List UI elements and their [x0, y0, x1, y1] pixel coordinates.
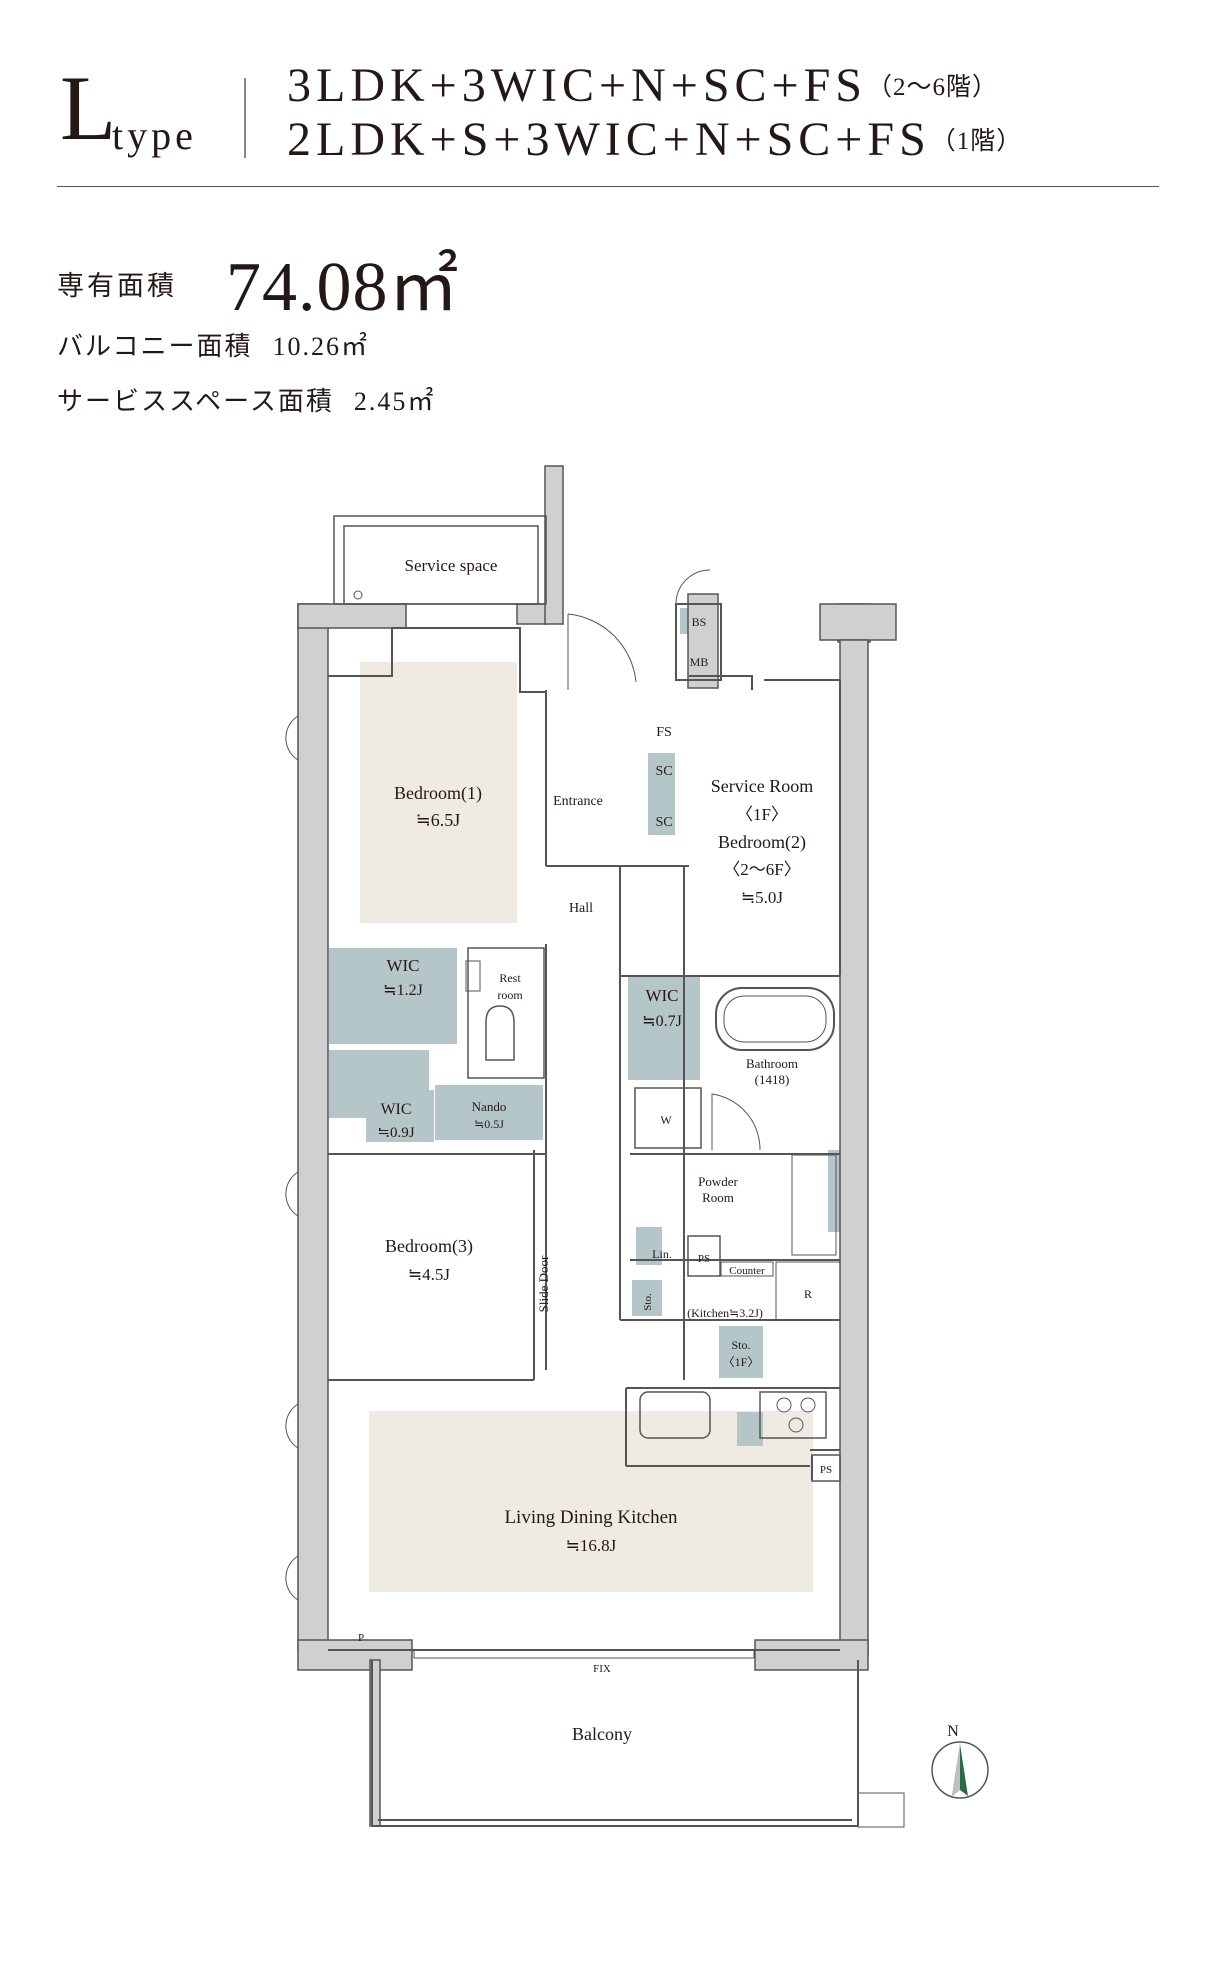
wic3-size: ≒0.9J — [377, 1125, 414, 1141]
bathroom-line2: (1418) — [755, 1072, 790, 1087]
washer-label: W — [660, 1113, 672, 1127]
service-room-line5: ≒5.0J — [741, 888, 784, 907]
entrance-label: Entrance — [553, 794, 603, 809]
restroom-tank — [465, 960, 481, 992]
vanity-box — [791, 1154, 837, 1256]
wic1-name: WIC — [386, 956, 419, 975]
bathtub-icon — [715, 987, 835, 1051]
bedroom3-size: ≒4.5J — [408, 1265, 451, 1284]
stove-icon — [759, 1391, 827, 1439]
bedroom1-size: ≒6.5J — [416, 810, 461, 830]
north-label: N — [947, 1723, 959, 1740]
bs-mb-box — [675, 603, 722, 681]
compass-icon — [931, 1741, 989, 1799]
service-space-area: サービススペース面積 2.45㎡ — [57, 381, 435, 418]
sto2-line1: Sto. — [731, 1338, 750, 1352]
bs-label: BS — [692, 615, 707, 629]
bathroom-door-swing — [711, 1093, 761, 1151]
header-rule — [57, 186, 1159, 187]
plan-line-1-text: 3LDK+3WIC+N+SC+FS — [287, 59, 867, 112]
service-space-area-label: サービススペース面積 — [57, 387, 334, 417]
counter-label: Counter — [729, 1265, 765, 1277]
sink-icon — [639, 1391, 711, 1439]
wic3-name: WIC — [380, 1101, 411, 1118]
service-space-drain — [353, 590, 363, 600]
bedroom3-name: Bedroom(3) — [385, 1236, 473, 1257]
slide-door-label: Slide Door — [536, 1255, 551, 1312]
exclusive-area-value: 74.08㎡ — [226, 249, 460, 326]
powder-line1: Powder — [698, 1174, 738, 1189]
plan-line-2-note: （1階） — [930, 128, 1023, 155]
plan-line-1-note: （2〜6階） — [867, 74, 999, 101]
burner-icons — [776, 1397, 816, 1433]
bedroom1-name: Bedroom(1) — [394, 783, 482, 804]
bedroom1-floor — [360, 662, 517, 923]
bs-door-arc — [675, 569, 711, 605]
toilet-icon — [485, 1005, 515, 1061]
plan-line-2-text: 2LDK+S+3WIC+N+SC+FS — [287, 113, 931, 166]
balcony-window — [413, 1649, 755, 1659]
hall-label: Hall — [569, 901, 593, 916]
sto1-label: Sto. — [642, 1293, 654, 1311]
ps2-box — [811, 1454, 841, 1482]
wic2-name: WIC — [645, 986, 678, 1005]
ldk-size: ≒16.8J — [566, 1536, 617, 1555]
p-label: P — [358, 1632, 364, 1644]
wic2-size: ≒0.7J — [642, 1013, 682, 1030]
sc1-label: SC — [655, 764, 672, 779]
balcony-label: Balcony — [572, 1724, 632, 1744]
fridge-label: R — [804, 1287, 812, 1301]
balcony-area: バルコニー面積 10.26㎡ — [57, 326, 369, 363]
ps2-label: PS — [820, 1464, 832, 1476]
bathtub-inner — [723, 995, 827, 1043]
mb-label: MB — [690, 655, 709, 669]
fridge-box — [775, 1261, 841, 1321]
service-room-line4: 〈2〜6F〉 — [723, 860, 800, 879]
nando-size: ≒0.5J — [474, 1117, 504, 1131]
service-space-label: Service space — [405, 556, 498, 575]
sc2-label: SC — [655, 815, 672, 830]
restroom-box — [467, 947, 545, 1079]
balcony-unit — [857, 1792, 905, 1828]
service-room-line3: Bedroom(2) — [718, 832, 806, 853]
wic1-size: ≒1.2J — [383, 982, 423, 999]
ps1-label: PS — [698, 1253, 710, 1265]
balcony-area-value: 10.26㎡ — [272, 332, 369, 361]
type-letter: L — [60, 57, 117, 159]
sto2-line2: 〈1F〉 — [723, 1355, 760, 1369]
balcony-area-label: バルコニー面積 — [57, 332, 253, 362]
storage-fills — [329, 608, 840, 1446]
ldk-name: Living Dining Kitchen — [504, 1507, 678, 1528]
washer-box — [634, 1087, 702, 1149]
side-windows — [285, 715, 299, 1601]
restroom-line1: Rest — [499, 971, 521, 985]
header-divider — [244, 78, 246, 158]
outer-walls — [297, 465, 897, 1827]
fs-label: FS — [656, 725, 672, 740]
nando-name: Nando — [472, 1099, 507, 1114]
counter-box — [720, 1261, 774, 1277]
exclusive-area-label: 専有面積 — [57, 271, 177, 302]
restroom-line2: room — [497, 988, 523, 1002]
plan-line-1: 3LDK+3WIC+N+SC+FS（2〜6階） — [287, 58, 998, 113]
type-word: type — [112, 113, 197, 158]
kitchen-label: (Kitchen≒3.2J) — [687, 1306, 763, 1320]
service-room-line1: Service Room — [711, 776, 813, 796]
entrance-door-swing — [567, 613, 637, 690]
powder-line2: Room — [702, 1190, 734, 1205]
service-room-line2: 〈1F〉 — [736, 805, 788, 824]
fix-label: FIX — [593, 1663, 611, 1675]
service-space-outline — [333, 515, 547, 605]
ps1-box — [687, 1235, 721, 1277]
plan-line-2: 2LDK+S+3WIC+N+SC+FS（1階） — [287, 112, 1022, 167]
service-space-area-value: 2.45㎡ — [353, 387, 436, 416]
lin-label: Lin. — [652, 1247, 672, 1261]
bathroom-line1: Bathroom — [746, 1056, 798, 1071]
